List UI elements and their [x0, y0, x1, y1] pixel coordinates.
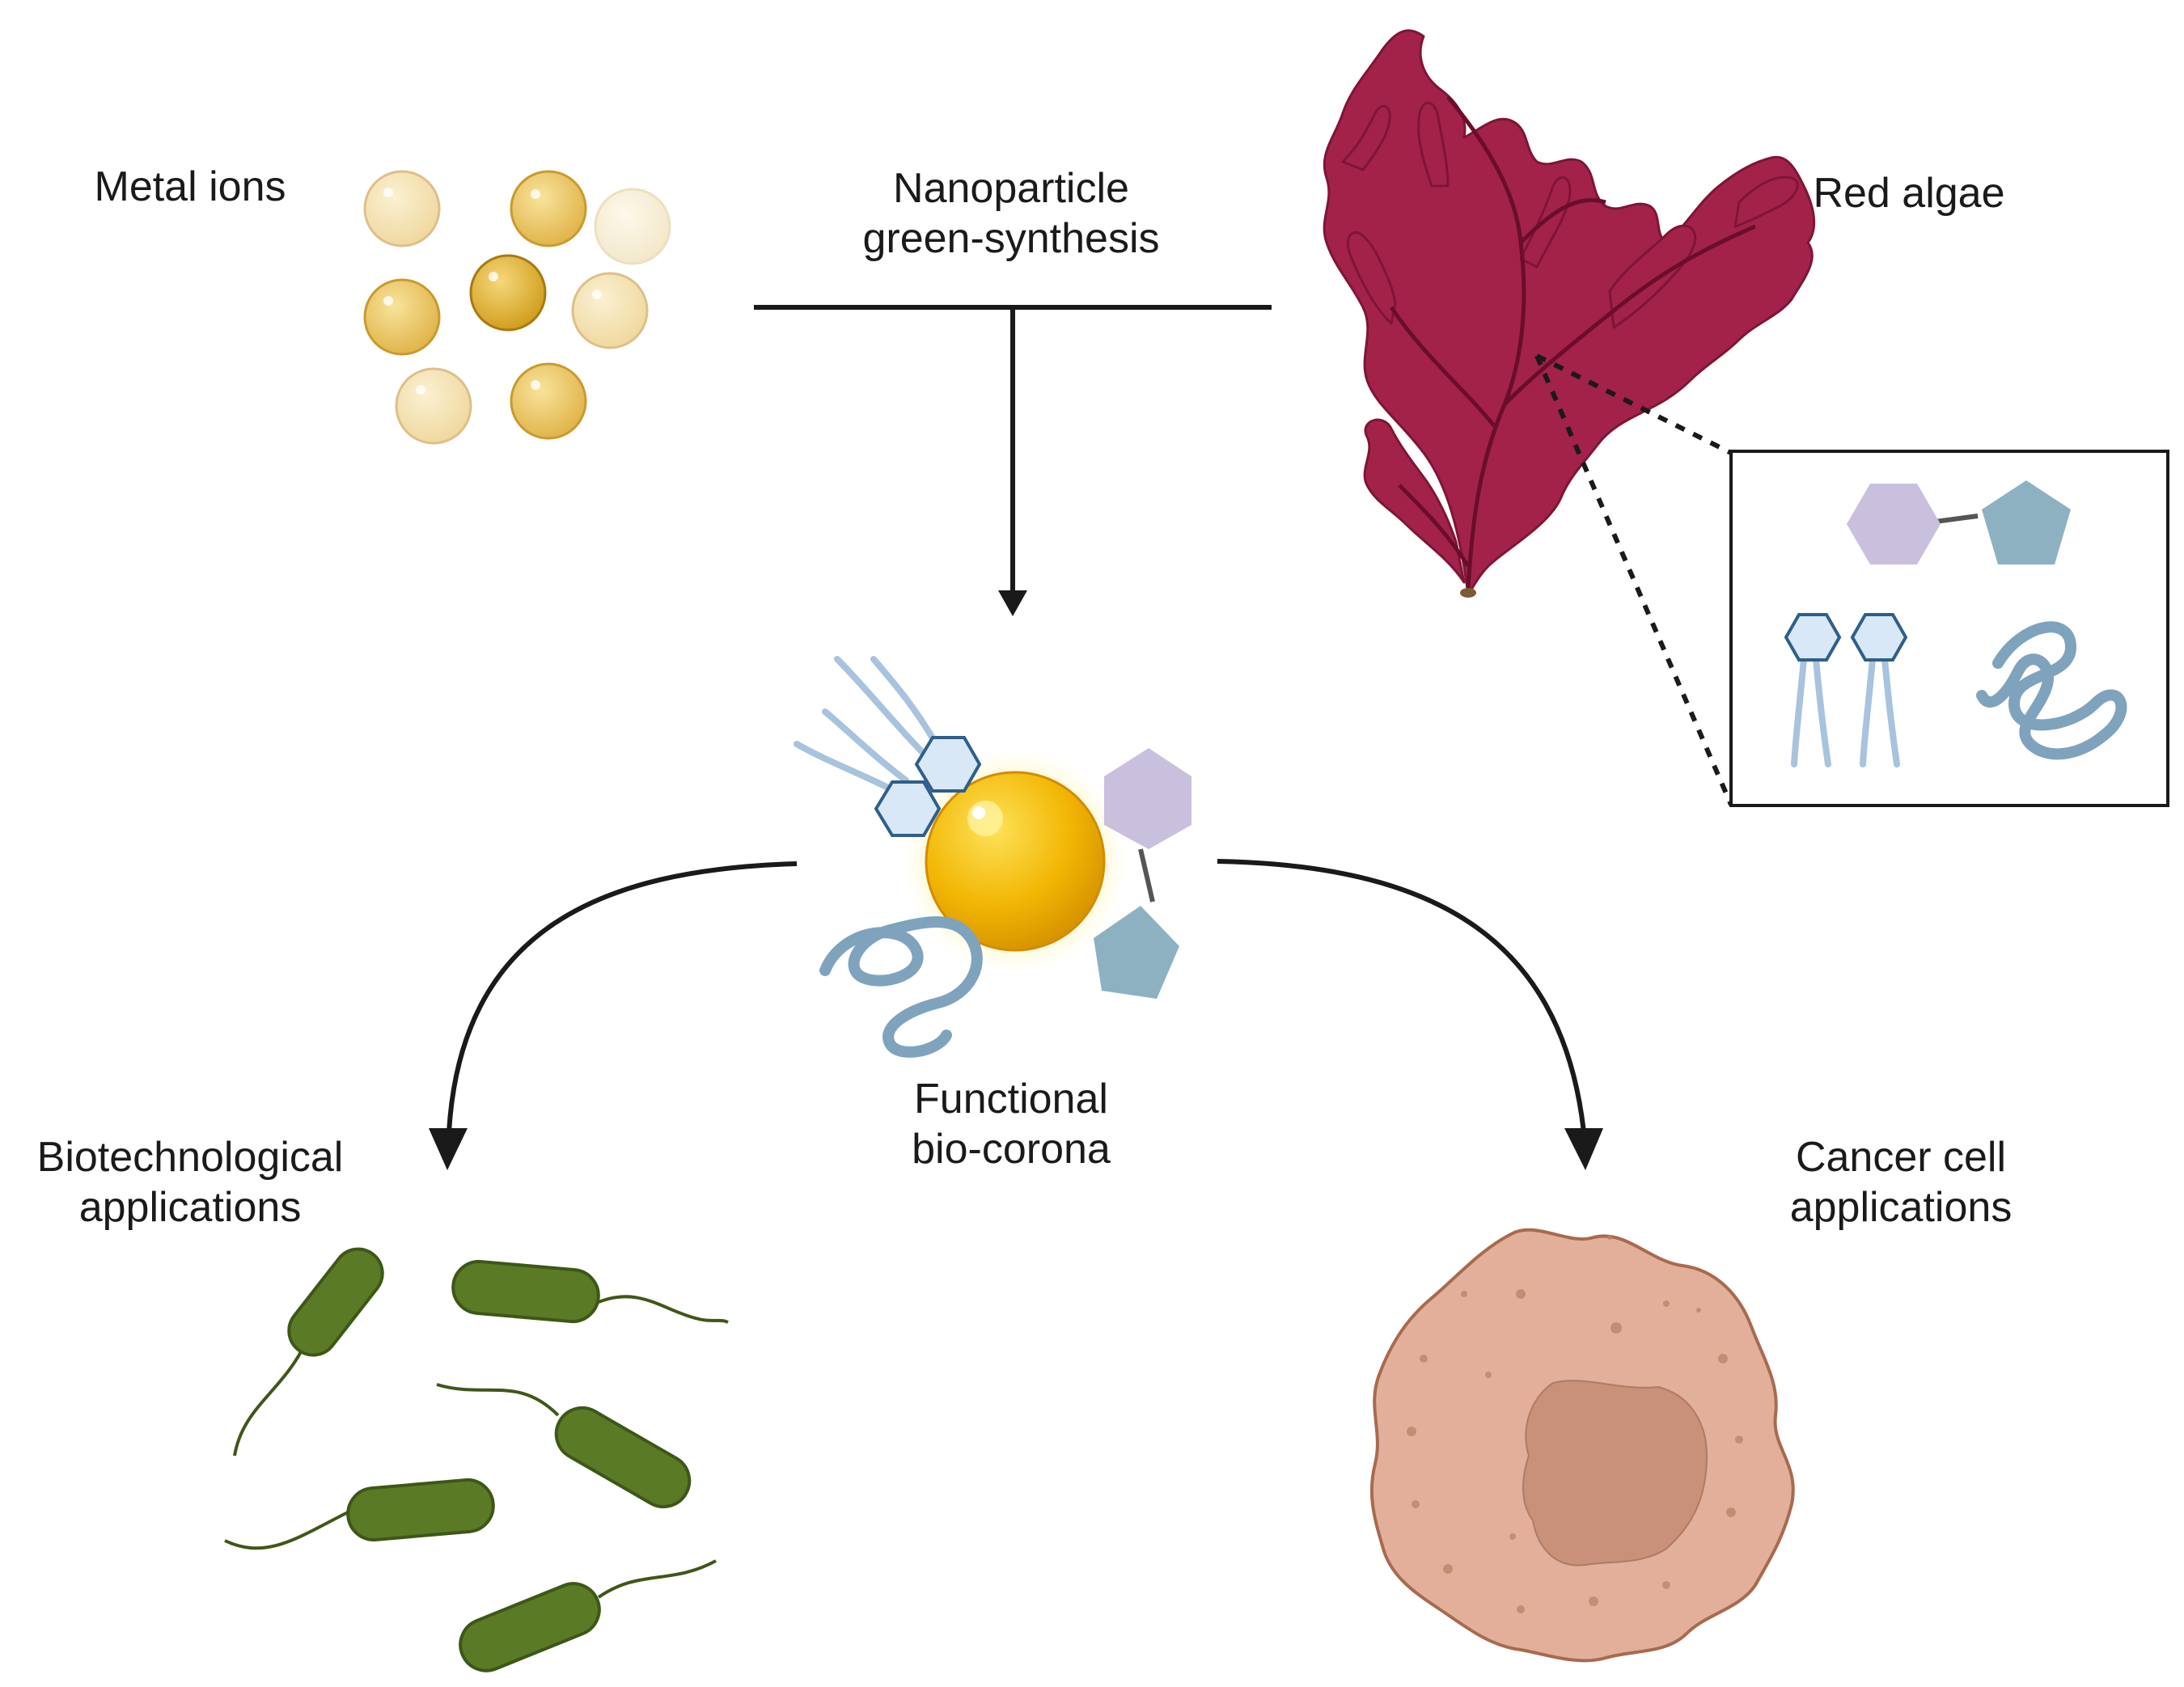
bacterium	[233, 1247, 384, 1457]
cell-nucleus	[1522, 1380, 1708, 1566]
zoom-indicator-lines	[1534, 353, 1733, 806]
biotech-applications-label: Biotechnological applications	[0, 1132, 380, 1232]
cancer-cell	[1369, 1228, 1795, 1663]
metal-ion	[571, 272, 649, 349]
synthesis-label-line2: green-synthesis	[862, 215, 1160, 262]
functional-nanoparticle	[794, 656, 1191, 1058]
purple-hexagon-icon	[1104, 748, 1191, 849]
protein-coil-icon	[1976, 621, 2127, 760]
metal-ion	[363, 170, 441, 247]
hexagon-icon	[1850, 613, 1908, 662]
bacterium	[451, 1259, 729, 1324]
biotech-label-line1: Biotechnological	[36, 1134, 344, 1181]
algae-components-box	[1729, 450, 2169, 807]
hexagon-icon	[1784, 613, 1842, 662]
teal-pentagon-icon	[1982, 480, 2071, 564]
purple-hexagon-icon	[1847, 484, 1941, 564]
metal-ion	[469, 254, 547, 332]
red-algae-label: Red algae	[1813, 170, 2005, 217]
teal-pentagon-icon	[1094, 906, 1179, 999]
lipid-tails-icon	[794, 656, 942, 792]
bacterium	[459, 1559, 717, 1672]
hexagon-icon	[874, 780, 942, 837]
bacterium	[224, 1478, 495, 1550]
metal-ions-cluster	[363, 170, 671, 445]
metal-ion	[395, 367, 472, 445]
functional-label-line2: bio-corona	[912, 1126, 1111, 1173]
bacteria-cluster	[224, 1247, 729, 1672]
synthesis-arrowhead	[998, 590, 1027, 616]
metal-ion	[510, 170, 587, 247]
synthesis-label-line1: Nanoparticle	[893, 165, 1129, 212]
metal-ions-label: Metal ions	[94, 163, 286, 210]
cancer-label-line1: Cancer cell	[1795, 1134, 2007, 1181]
protein-coil-icon	[819, 916, 983, 1058]
cancer-applications-label: Cancer cell applications	[1763, 1132, 2038, 1232]
hexagon-icon	[914, 736, 982, 793]
red-algae-illustration	[1323, 29, 1816, 598]
functional-bio-corona-label: Functional bio-corona	[849, 1074, 1173, 1174]
synthesis-label: Nanoparticle green-synthesis	[809, 163, 1213, 264]
cancer-label-line2: applications	[1789, 1184, 2013, 1231]
bacterium	[436, 1383, 692, 1508]
metal-ion	[363, 278, 441, 356]
functional-label-line1: Functional	[914, 1076, 1108, 1123]
metal-ion	[510, 362, 587, 440]
cancer-arrow	[1217, 859, 1603, 1170]
biotech-arrow	[429, 861, 798, 1170]
synthesis-connector	[754, 305, 1272, 616]
metal-ion	[594, 188, 671, 265]
lipid-pair-icon	[1791, 656, 1900, 767]
biotech-label-line2: applications	[78, 1184, 302, 1231]
